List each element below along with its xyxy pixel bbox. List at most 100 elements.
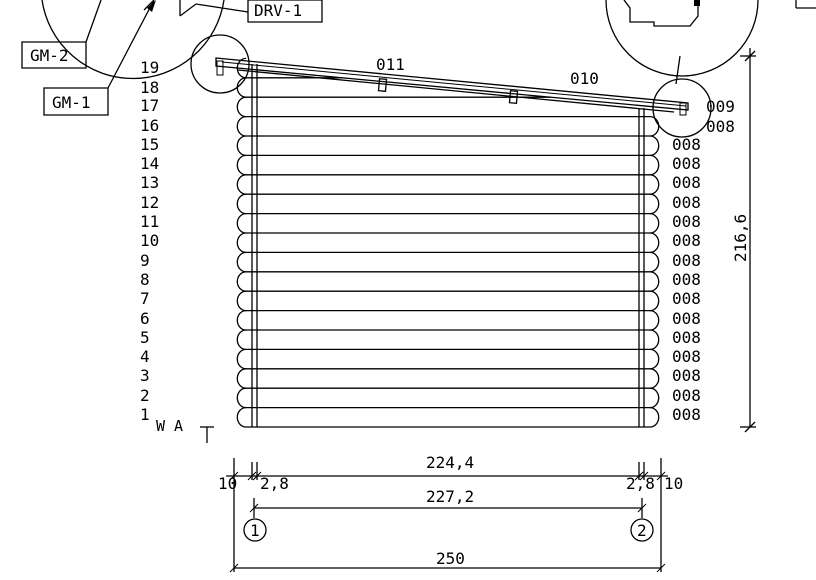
axis-bubble-2: 2 [631, 519, 653, 541]
log-code: 008 [672, 309, 701, 328]
height-dimension-label: 216,6 [731, 214, 750, 262]
row-number: 6 [140, 309, 150, 328]
log-end-right [650, 117, 659, 136]
row-number: 14 [140, 154, 159, 173]
row-number: 13 [140, 173, 159, 192]
row-number: 11 [140, 212, 159, 231]
log-end-left [237, 136, 246, 155]
row-number: 15 [140, 135, 159, 154]
log-wall [237, 58, 658, 427]
log-end-left [237, 155, 246, 174]
log-end-right [650, 194, 659, 213]
log-end-left [237, 291, 246, 310]
log-end-right [650, 233, 659, 252]
roof-label-009: 009 [706, 97, 735, 116]
log-end-left [237, 78, 246, 97]
left-post-label: 2,8 [260, 474, 289, 493]
log-end-left [237, 214, 246, 233]
log-end-left [237, 408, 246, 427]
wall-marker: W A [156, 417, 214, 443]
log-end-left [237, 252, 246, 271]
bottom-dimensions: 224,4 227,2 250 10 2,8 2,8 10 [218, 453, 683, 572]
row-number: 9 [140, 251, 150, 270]
log-code: 008 [672, 405, 701, 424]
log-codes: 008 008 008 008 008 008 008 008 008 008 … [672, 135, 701, 424]
roof-label-011: 011 [376, 55, 405, 74]
log-code: 008 [672, 154, 701, 173]
log-end-right [650, 272, 659, 291]
detail-marker-right [653, 79, 711, 137]
log-end-right [650, 388, 659, 407]
height-dimension: 216,6 [731, 48, 756, 432]
detail-marker-left [191, 35, 249, 93]
log-code: 008 [672, 173, 701, 192]
roof-label-008: 008 [706, 117, 735, 136]
callout-drv1-label: DRV-1 [254, 1, 302, 20]
right-margin-label: 10 [664, 474, 683, 493]
row-number: 17 [140, 96, 159, 115]
log-end-left [237, 117, 246, 136]
row-number: 12 [140, 193, 159, 212]
right-post-label: 2,8 [626, 474, 655, 493]
log-end-left [237, 175, 246, 194]
row-number: 5 [140, 328, 150, 347]
row-number: 2 [140, 386, 150, 405]
callout-gm1-label: GM-1 [52, 93, 91, 112]
axis-label-1: 1 [250, 521, 260, 540]
log-code: 008 [672, 251, 701, 270]
log-end-left [237, 369, 246, 388]
row-number: 1 [140, 405, 150, 424]
log-end-left [237, 97, 246, 116]
log-code: 008 [672, 366, 701, 385]
roof: 011 010 009 008 [216, 55, 735, 136]
roof-label-010: 010 [570, 69, 599, 88]
log-code: 008 [672, 212, 701, 231]
log-end-right [650, 155, 659, 174]
log-end-left [237, 58, 246, 77]
row-number: 7 [140, 289, 150, 308]
log-end-right [650, 291, 659, 310]
row-number: 18 [140, 78, 159, 97]
log-code: 008 [672, 135, 701, 154]
callout-gm1: GM-1 [44, 88, 108, 115]
log-code: 008 [672, 347, 701, 366]
log-end-right [650, 408, 659, 427]
axis-label-2: 2 [637, 521, 647, 540]
log-end-left [237, 272, 246, 291]
log-code: 008 [672, 231, 701, 250]
axis-bubble-1: 1 [244, 519, 266, 541]
row-number: 16 [140, 116, 159, 135]
wall-label: W A [156, 417, 183, 435]
log-code: 008 [672, 289, 701, 308]
row-number: 4 [140, 347, 150, 366]
log-end-left [237, 349, 246, 368]
callout-gm2-label: GM-2 [30, 46, 69, 65]
log-code: 008 [672, 328, 701, 347]
log-end-left [237, 311, 246, 330]
log-end-right [650, 214, 659, 233]
corner-posts [252, 64, 644, 427]
log-end-right [650, 252, 659, 271]
log-end-right [650, 330, 659, 349]
row-number: 10 [140, 231, 159, 250]
row-number: 3 [140, 366, 150, 385]
log-code: 008 [672, 193, 701, 212]
left-margin-label: 10 [218, 474, 237, 493]
detail-circle-left [42, 0, 224, 88]
log-end-left [237, 194, 246, 213]
log-code: 008 [672, 270, 701, 289]
log-code: 008 [672, 386, 701, 405]
row-number: 19 [140, 58, 159, 77]
log-end-left [237, 330, 246, 349]
inner-span-label: 224,4 [426, 453, 474, 472]
axis-span-label: 227,2 [426, 487, 474, 506]
log-end-right [650, 311, 659, 330]
log-end-right [650, 136, 659, 155]
log-end-left [237, 233, 246, 252]
total-width-label: 250 [436, 549, 465, 568]
detail-circle-right [606, 0, 816, 84]
callout-drv1: DRV-1 [196, 0, 322, 22]
log-end-right [650, 349, 659, 368]
log-end-left [237, 388, 246, 407]
